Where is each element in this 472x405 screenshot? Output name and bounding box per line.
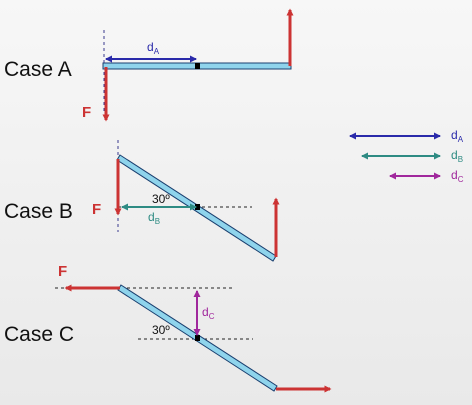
case-b-angle-label: 30º bbox=[152, 192, 170, 206]
case-c-force-label: F bbox=[58, 263, 67, 280]
legend-dc-label: dC bbox=[451, 168, 464, 184]
case-b-label: Case B bbox=[4, 200, 73, 223]
case-a-pivot-dot bbox=[195, 63, 200, 69]
case-c-label: Case C bbox=[4, 323, 74, 346]
case-a-distance-label: dA bbox=[147, 40, 160, 56]
case-a-force-label: F bbox=[82, 104, 91, 121]
legend: dA dB dC bbox=[349, 128, 464, 184]
case-c-pivot-dot bbox=[195, 335, 200, 341]
case-b-pivot-dot bbox=[195, 204, 200, 210]
case-b-force-label: F bbox=[92, 201, 101, 218]
case-c-angle-label: 30º bbox=[152, 323, 170, 337]
case-a: Case A dA F bbox=[4, 8, 294, 122]
case-b-distance-label: dB bbox=[148, 210, 160, 226]
case-c-distance-label: dC bbox=[202, 305, 215, 321]
case-a-label: Case A bbox=[4, 58, 72, 81]
case-c: Case C 30º dC F bbox=[4, 263, 332, 393]
case-b: Case B 30º dB F bbox=[4, 140, 280, 262]
legend-da-label: dA bbox=[451, 128, 464, 144]
legend-db-label: dB bbox=[451, 148, 463, 164]
